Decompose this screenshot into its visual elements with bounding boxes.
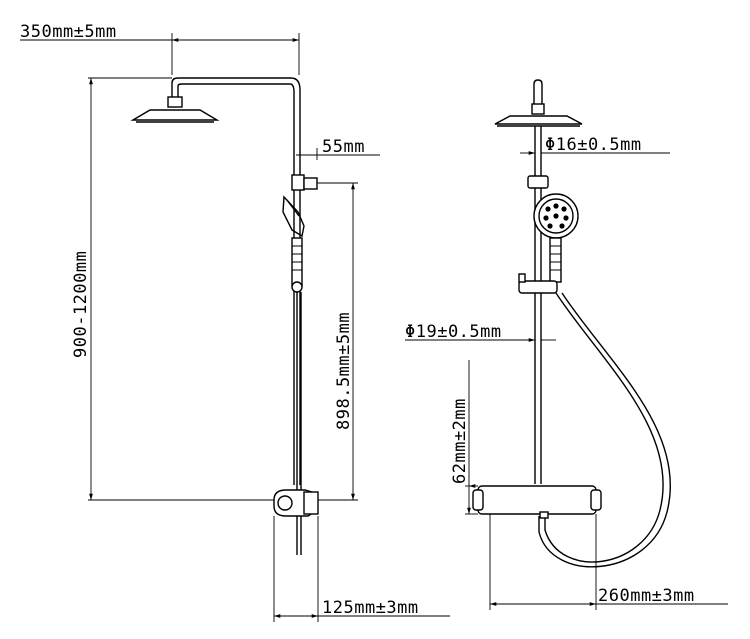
total-height-label: 900-1200mm [71, 251, 91, 358]
valve-width-label: 260mm±3mm [598, 586, 695, 606]
valve-depth-label: 125mm±3mm [322, 598, 419, 618]
pipe-diameter-upper-label: Φ16±0.5mm [545, 135, 642, 155]
valve-height-label: 62mm±2mm [450, 398, 470, 484]
arm-length-label: 350mm±5mm [20, 22, 117, 42]
rain-shower-head-front [494, 103, 583, 127]
bracket-height-label: 898.5mm±5mm [334, 312, 354, 430]
side-view: 350mm±5mm 900-1200mm 55mm 898.5mm±5mm 12… [20, 22, 450, 622]
pipe-diameter-lower-label: Φ19±0.5mm [405, 322, 502, 342]
arm-offset-label: 55mm [322, 137, 365, 157]
rain-shower-head [130, 96, 220, 123]
thermostatic-valve-front [472, 485, 602, 519]
thermostatic-valve-side [273, 489, 319, 517]
front-view: Φ16±0.5mm Φ19±0.5mm 62mm±2mm 260mm±3mm [405, 79, 728, 610]
slide-bracket [291, 174, 318, 191]
hand-shower-front [533, 193, 579, 283]
